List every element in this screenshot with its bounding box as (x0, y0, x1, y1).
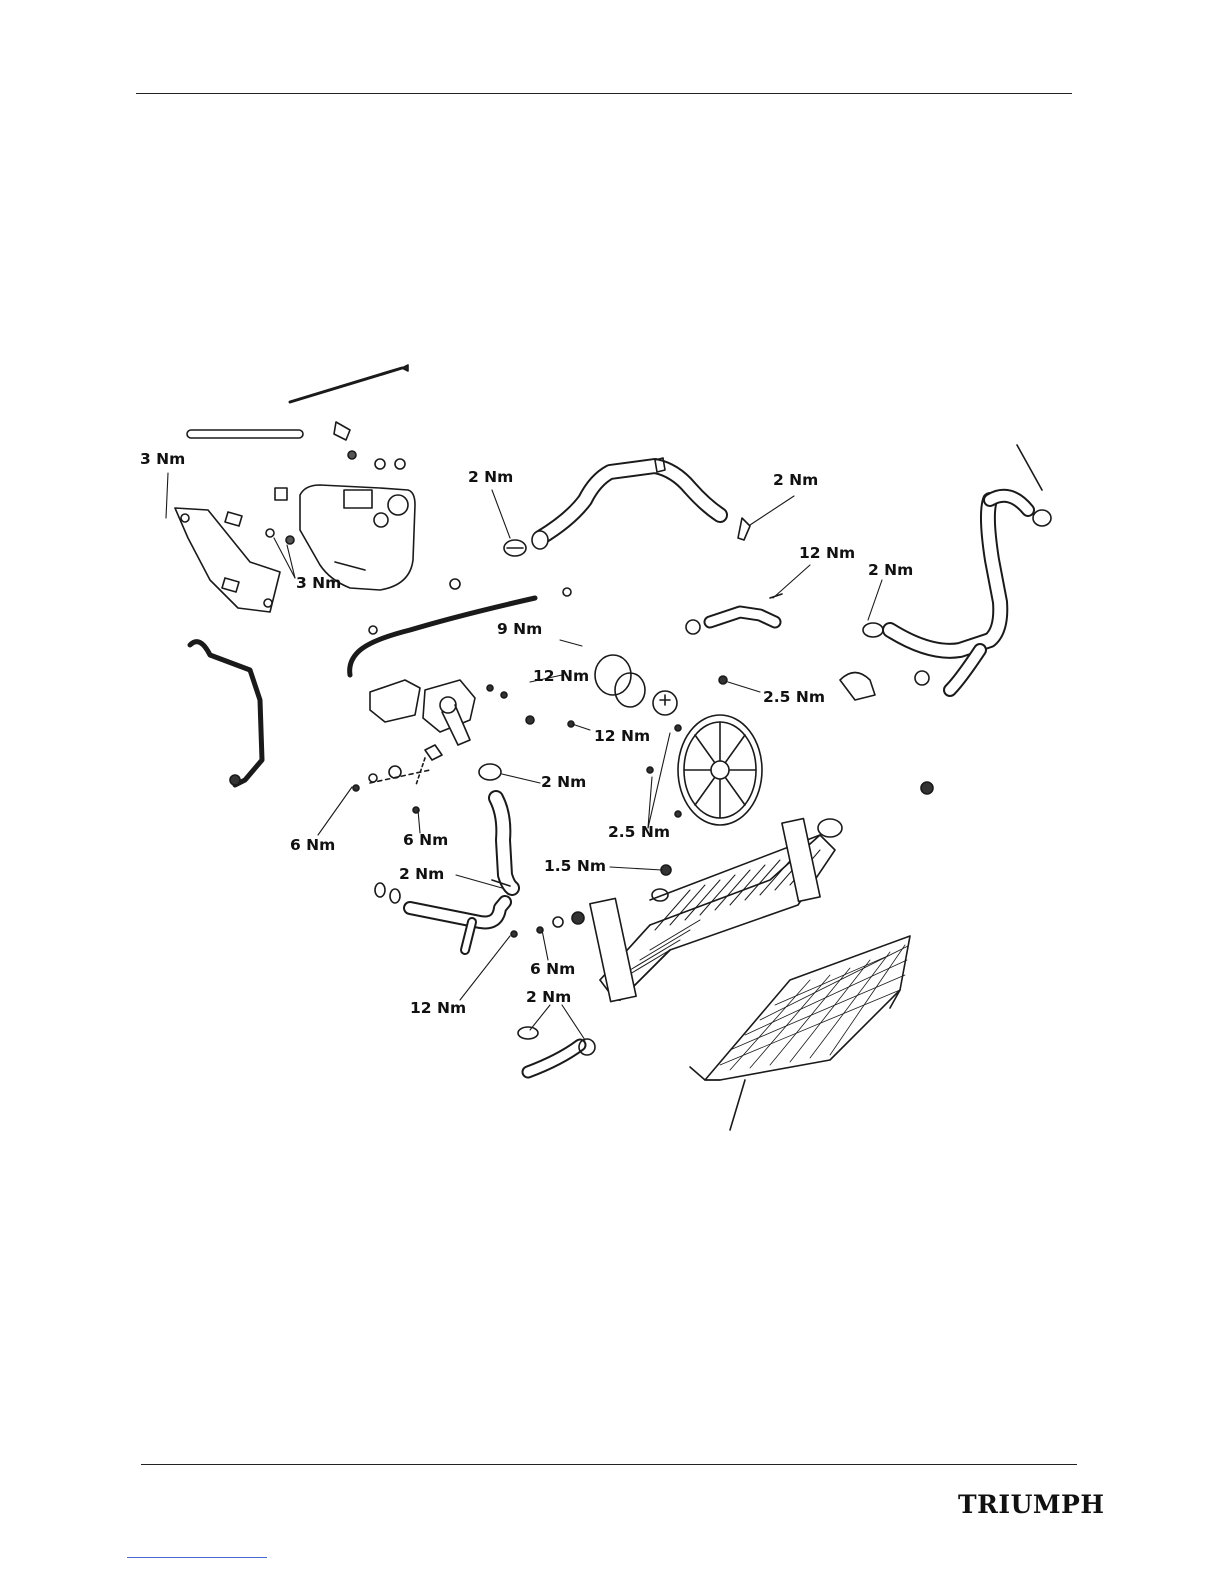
fan-bracket (840, 673, 875, 701)
torque-label: 2 Nm (526, 990, 571, 1006)
cooling-system-exploded-diagram: 3 Nm 3 Nm 2 Nm 2 Nm 12 Nm 2 Nm 9 Nm 12 N… (130, 340, 1080, 1140)
torque-label: 9 Nm (497, 622, 542, 638)
torque-label: 2 Nm (468, 470, 513, 486)
radiator-grille (690, 936, 910, 1080)
torque-label: 3 Nm (140, 452, 185, 468)
pipe-cap (230, 775, 240, 785)
expansion-bracket (175, 508, 280, 612)
torque-label: 12 Nm (799, 546, 855, 562)
hose-clip-upper-right (738, 518, 750, 540)
header-rule (136, 93, 1072, 94)
torque-label: 2.5 Nm (608, 825, 670, 841)
torque-label: 2.5 Nm (763, 690, 825, 706)
thermostat-housing (595, 655, 677, 715)
torque-label: 1.5 Nm (544, 859, 606, 875)
bypass-hose (518, 1027, 595, 1072)
grommet (921, 782, 933, 794)
torque-label: 12 Nm (594, 729, 650, 745)
bleed-pipe (190, 642, 262, 785)
torque-label: 2 Nm (541, 775, 586, 791)
y-branch-hose (863, 496, 1051, 690)
leader-lines (166, 473, 882, 1040)
torque-label: 6 Nm (403, 833, 448, 849)
leader-line (730, 1080, 745, 1130)
torque-label: 2 Nm (868, 563, 913, 579)
torque-label: 3 Nm (296, 576, 341, 592)
torque-label: 2 Nm (773, 473, 818, 489)
lower-radiator-hose (479, 764, 512, 888)
triumph-logo: TRIUMPH (958, 1490, 1104, 1519)
upper-radiator-hose (532, 458, 720, 549)
cooling-fan (647, 715, 762, 825)
leader-line (1017, 445, 1042, 490)
overflow-pipe (187, 430, 303, 438)
torque-label: 6 Nm (530, 962, 575, 978)
inlet-pipe (375, 883, 584, 950)
torque-label: 6 Nm (290, 838, 335, 854)
tank-connector (334, 422, 405, 469)
torque-label: 2 Nm (399, 867, 444, 883)
hose-clip-upper-left (504, 540, 526, 556)
water-pump (353, 680, 574, 813)
footer-rule (141, 1464, 1077, 1465)
link-underline (127, 1557, 267, 1558)
cable-tie (290, 365, 408, 402)
torque-label: 12 Nm (410, 1001, 466, 1017)
outlet-elbow (686, 594, 782, 634)
torque-label: 12 Nm (533, 669, 589, 685)
